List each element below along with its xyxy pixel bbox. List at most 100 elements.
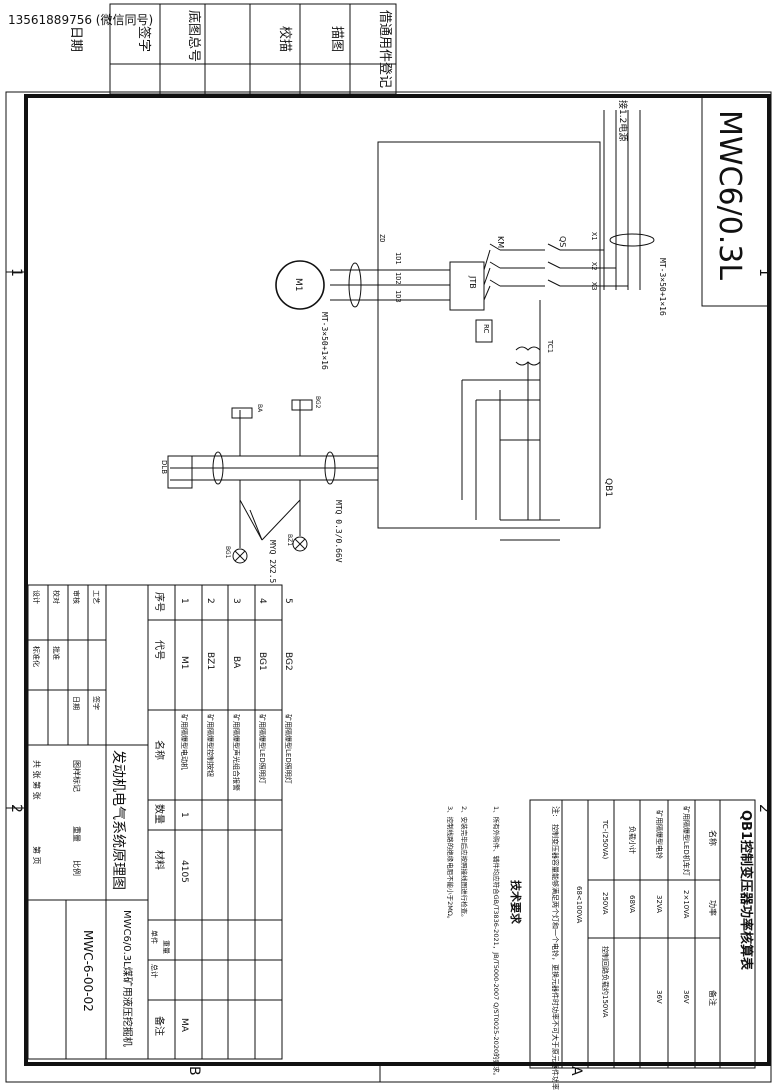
grid-marks: 1 2 1 2 A B bbox=[6, 268, 772, 1082]
calc-r4-power: 250VA bbox=[601, 892, 609, 915]
rc-label: RC bbox=[482, 324, 490, 334]
tb-label-standard: 标准化 bbox=[32, 646, 41, 667]
label-sign: 签字 bbox=[136, 26, 152, 52]
calc-header-power: 功率 bbox=[708, 900, 718, 916]
bom-r4-name: 矿用隔爆型LED照明灯 bbox=[258, 714, 267, 784]
bom-r1-qty: 1 bbox=[179, 812, 189, 818]
tb-label-design: 设计 bbox=[32, 590, 41, 604]
tb-label-date: 日期 bbox=[72, 696, 80, 710]
qs-label: QS bbox=[558, 236, 567, 247]
bom-r5-code: BG2 bbox=[283, 652, 293, 671]
power-calc-table: QB1控制变压器功率核算表 名称 功率 备注 矿用隔爆型LED机车灯 2×10V… bbox=[529, 799, 756, 1090]
calc-header-note: 备注 bbox=[708, 990, 718, 1006]
grid-a: A bbox=[568, 1066, 584, 1076]
calc-r2-power: 32VA bbox=[655, 895, 663, 913]
title-block: 设计 校对 审核 工艺 标准化 批准 日期 签字 发动机电气系统原理图 图样标记… bbox=[27, 584, 149, 1060]
bz1-label: BZ1 bbox=[286, 534, 293, 546]
incoming-label: 接1.2电源 bbox=[617, 100, 629, 141]
calc-note-label: 注: bbox=[551, 806, 561, 817]
bom-header-total: 总计 bbox=[150, 964, 159, 978]
bom-r3-code: BA bbox=[231, 656, 241, 669]
bom-header-no: 序号 bbox=[153, 592, 166, 612]
calc-table-title: QB1控制变压器功率核算表 bbox=[738, 810, 754, 971]
bom-r5-no: 5 bbox=[283, 598, 293, 604]
label-drawing-no: 底图总号 bbox=[186, 10, 202, 62]
label-check: 校描 bbox=[277, 26, 293, 52]
drawing-code-big: MWC6/0.3L bbox=[712, 110, 747, 280]
bom-r1-no: 1 bbox=[179, 598, 189, 604]
qb1-enclosure bbox=[377, 141, 601, 529]
bom-r1-code: M1 bbox=[179, 656, 189, 670]
tb-weight: 重量 bbox=[72, 826, 82, 842]
calc-r5-power: 68<100VA bbox=[575, 886, 583, 923]
qb1-label: QB1 bbox=[603, 478, 613, 497]
terminal-1d1: 1D1 bbox=[394, 252, 402, 265]
bom-r4-code: BG1 bbox=[257, 652, 267, 671]
tb-product: MWC6/0.3L煤矿用液压挖掘机 bbox=[121, 910, 134, 1047]
tb-page: 第 页 bbox=[32, 846, 42, 865]
contact-watermark: 13561889756 (微信同号) bbox=[8, 13, 153, 27]
tb-scale: 比例 bbox=[72, 860, 82, 876]
calc-r2-name: 矿用隔爆型电铃 bbox=[655, 810, 664, 859]
calc-r2-note: 36V bbox=[655, 990, 663, 1004]
km-label: KM bbox=[496, 236, 505, 248]
bom-r2-name: 矿用隔爆型控制按钮 bbox=[206, 714, 215, 777]
grid-2-right: 2 bbox=[756, 804, 772, 813]
side-label-column: 借通用件登记 描图 校描 底图总号 签字 日期 bbox=[68, 3, 397, 95]
bom-header-name: 名称 bbox=[153, 740, 166, 760]
calc-r1-name: 矿用隔爆型LED机车灯 bbox=[682, 806, 691, 876]
bom-r4-no: 4 bbox=[257, 598, 267, 604]
bom-r2-code: BZ1 bbox=[205, 652, 215, 670]
jtb-label: JTB bbox=[468, 275, 477, 289]
bom-header-material: 材料 bbox=[153, 850, 166, 870]
zd-label: ZD bbox=[378, 234, 386, 242]
cable-ctrl2-label: MYQ 2X2.5 bbox=[268, 540, 277, 584]
bom-header-code: 代号 bbox=[153, 640, 165, 660]
bom-r5-name: 矿用隔爆型LED照明灯 bbox=[284, 714, 293, 784]
motor-label: M1 bbox=[293, 278, 303, 292]
calc-note-text: 控制变压器容量能够满足两个灯和一个电铃，更换元器件时功率不可大于原元器件功率。 bbox=[551, 824, 560, 1090]
terminal-1d3: 1D3 bbox=[394, 290, 402, 303]
inner-frame bbox=[24, 94, 771, 1066]
bom-r3-name: 矿用隔爆型声光组合报警 bbox=[232, 714, 241, 791]
bom-header-weight: 重量 bbox=[162, 940, 170, 954]
outer-frame bbox=[5, 91, 772, 1083]
bill-of-materials: 序号 代号 名称 数量 材料 单件 总计 重量 备注 1 M1 矿用隔爆型电动机… bbox=[147, 584, 293, 1060]
label-date: 日期 bbox=[68, 26, 83, 52]
tb-label-process: 工艺 bbox=[92, 590, 100, 604]
tb-label-review: 审核 bbox=[72, 590, 81, 604]
rc-block bbox=[475, 319, 493, 343]
label-reg-doc: 借通用件登记 bbox=[377, 10, 392, 88]
bom-header-unit: 单件 bbox=[150, 930, 159, 944]
bom-header-note: 备注 bbox=[153, 1016, 166, 1036]
tech-requirements: 技术要求 1、所有外购件、辅件均应符合GB/T3836-2021，JB/T500… bbox=[446, 806, 523, 1079]
bom-material-note: 4105 bbox=[179, 860, 189, 883]
bg1-label: BG1 bbox=[224, 546, 231, 559]
supply-x3: X3 bbox=[590, 282, 598, 290]
tb-drawing-name: 发动机电气系统原理图 bbox=[110, 750, 126, 890]
grid-1-left: 1 bbox=[8, 268, 24, 277]
supply-x1: X1 bbox=[590, 232, 598, 240]
bom-r2-no: 2 bbox=[205, 598, 215, 604]
calc-r4-name: TC-(250VA) bbox=[601, 819, 609, 860]
label-trace: 描图 bbox=[329, 26, 344, 52]
calc-r4-note: 控制回路负载约150VA bbox=[601, 946, 610, 1018]
grid-1-right: 1 bbox=[756, 268, 772, 277]
tb-drawing-no: MWC-6-00-02 bbox=[81, 930, 95, 1012]
bom-header-qty: 数量 bbox=[153, 804, 166, 824]
tc1-label: TC1 bbox=[546, 339, 554, 353]
tb-stage: 图样标记 bbox=[72, 760, 82, 792]
grid-2-left: 2 bbox=[8, 804, 24, 813]
cable-ctrl-label: MTQ 0.3/0.66V bbox=[334, 500, 343, 563]
tb-label-sign: 签字 bbox=[92, 696, 101, 710]
tech-item-3: 3、控制线路的绝缘电阻不能小于2MΩ。 bbox=[446, 806, 455, 922]
calc-r3-name: 负载小计 bbox=[628, 826, 637, 854]
cable-motor-label: MT-3×50+1×16 bbox=[320, 312, 329, 370]
electrical-circuit: QB1 接1.2电源 MT-3×50+1×16 X1 X2 X3 QS KM J… bbox=[160, 100, 667, 584]
bom-r3-no: 3 bbox=[231, 598, 241, 604]
grid-b: B bbox=[186, 1066, 202, 1076]
dlb-block bbox=[167, 455, 193, 489]
drawing-code-box: MWC6/0.3L bbox=[701, 95, 770, 307]
tech-title: 技术要求 bbox=[509, 880, 523, 925]
